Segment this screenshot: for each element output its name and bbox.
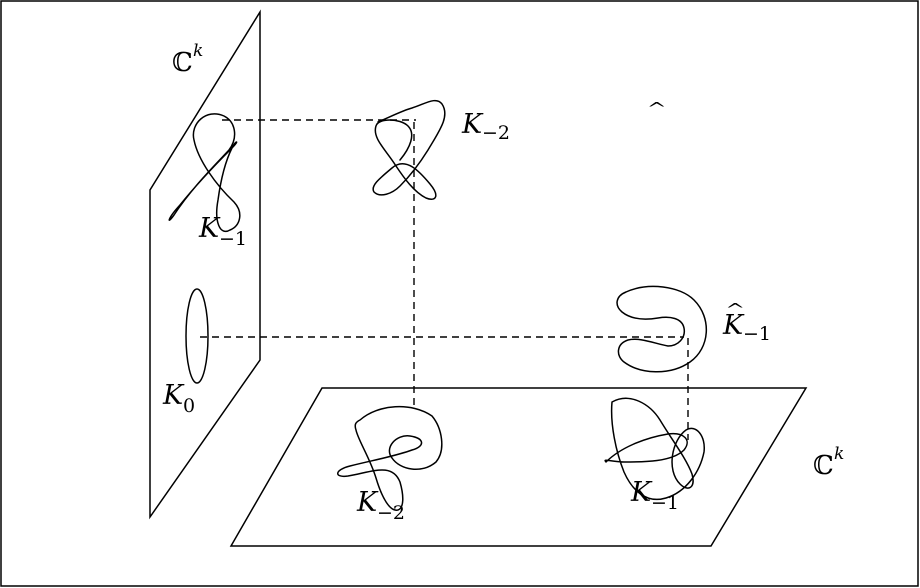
vertical-plane <box>149 9 261 520</box>
label-plane-vertical: ℂ k <box>172 41 203 78</box>
svg-text:K: K <box>356 487 379 518</box>
label-k-hat-minus-2: K ^ −2 <box>461 98 667 144</box>
svg-text:K: K <box>722 310 745 341</box>
svg-text:K: K <box>461 109 484 140</box>
svg-text:−1: −1 <box>651 492 679 514</box>
svg-text:−2: −2 <box>482 122 510 144</box>
svg-text:K: K <box>198 213 221 244</box>
svg-text:0: 0 <box>183 395 195 417</box>
svg-text:k: k <box>193 41 203 61</box>
knot-k-zero <box>185 288 209 384</box>
label-k-minus-1-horizontal: K −1 <box>630 477 679 514</box>
knot-k-minus-1-horizontal <box>604 397 705 501</box>
knot-k-minus-1-vertical <box>168 113 241 233</box>
svg-text:K: K <box>630 477 653 508</box>
svg-text:^: ^ <box>725 299 745 319</box>
knot-k-minus-2-horizontal <box>337 406 443 511</box>
svg-text:k: k <box>834 444 844 464</box>
svg-text:K: K <box>162 380 185 411</box>
knot-k-hat-minus-2 <box>372 99 446 200</box>
label-k-minus-1-vertical: K −1 <box>198 213 247 250</box>
label-k-minus-2-horizontal: K −2 <box>356 487 405 524</box>
svg-text:−1: −1 <box>743 323 771 345</box>
label-k-hat-minus-1: K ^ −1 <box>722 299 771 345</box>
knot-k-hat-minus-1 <box>616 285 708 373</box>
svg-text:^: ^ <box>647 98 667 118</box>
svg-text:−2: −2 <box>377 502 405 524</box>
label-plane-horizontal: ℂ k <box>813 444 844 481</box>
svg-text:ℂ: ℂ <box>172 48 193 78</box>
horizontal-plane <box>229 387 808 547</box>
svg-text:−1: −1 <box>219 228 247 250</box>
svg-text:ℂ: ℂ <box>813 451 834 481</box>
label-k-zero: K 0 <box>162 380 195 417</box>
